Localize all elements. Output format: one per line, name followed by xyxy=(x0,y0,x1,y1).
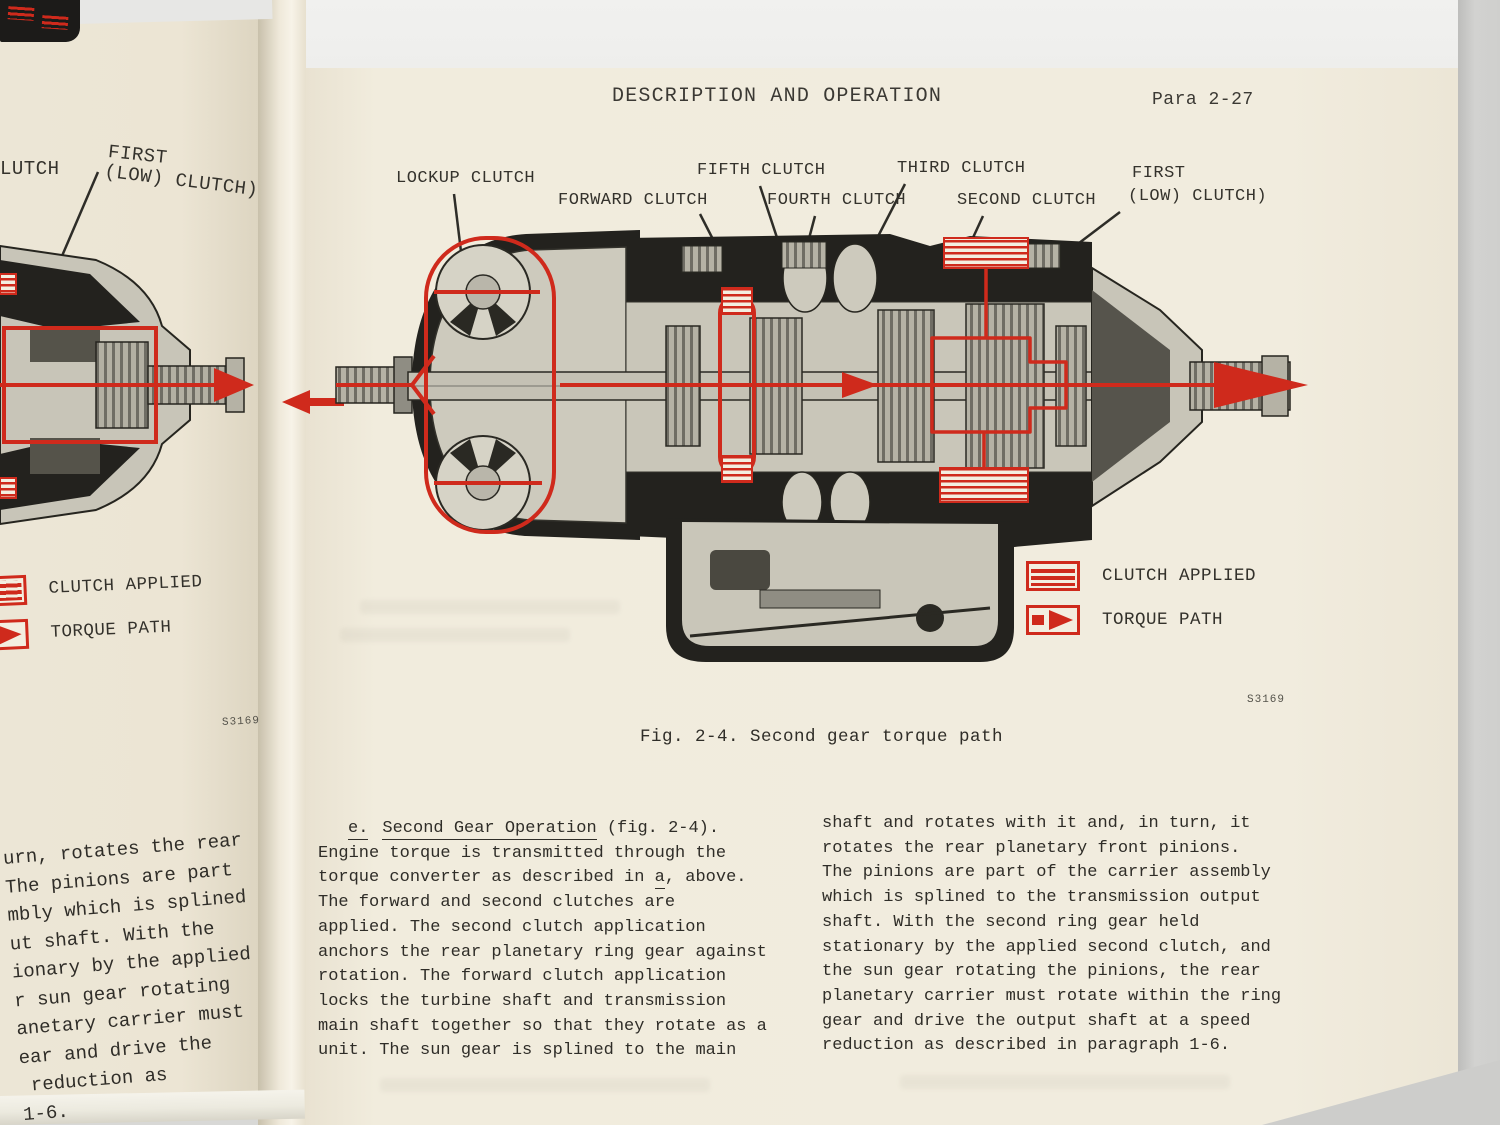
body-line: The pinions are part of the carrier asse… xyxy=(822,863,1271,883)
body-line: applied. The second clutch application xyxy=(318,917,706,937)
left-page-transmission-fragment xyxy=(0,244,254,526)
left-page-legend: CLUTCH APPLIED TORQUE PATH xyxy=(0,565,255,686)
body-line: anchors the rear planetary ring gear aga… xyxy=(318,942,767,962)
background-wall xyxy=(1458,0,1500,1125)
callout-first-clutch-line1: FIRST xyxy=(1132,164,1186,183)
left-callout-partial: LUTCH xyxy=(0,158,60,180)
body-line: which is splined to the transmission out… xyxy=(822,888,1261,908)
book-gutter xyxy=(258,0,306,1125)
callout-fifth-clutch: FIFTH CLUTCH xyxy=(697,161,826,180)
legend-torque-path-label: TORQUE PATH xyxy=(50,617,172,643)
para-reference: Para 2-27 xyxy=(1152,90,1254,110)
torque-path-swatch xyxy=(1026,605,1080,635)
legend-clutch-applied-label: CLUTCH APPLIED xyxy=(48,572,203,599)
body-line: gear and drive the output shaft at a spe… xyxy=(822,1011,1251,1031)
body-line: unit. The sun gear is splined to the mai… xyxy=(318,1041,737,1061)
cropped-diagram-fragment xyxy=(0,0,80,42)
body-line: shaft. With the second ring gear held xyxy=(822,912,1200,932)
right-figure-code: S3169 xyxy=(1247,694,1286,706)
page-title: DESCRIPTION AND OPERATION xyxy=(612,85,943,108)
body-line: shaft and rotates with it and, in turn, … xyxy=(822,814,1251,833)
callout-second-clutch: SECOND CLUTCH xyxy=(957,191,1097,210)
body-column-right: shaft and rotates with it and, in turn, … xyxy=(822,812,1300,1059)
body-line: planetary carrier must rotate within the… xyxy=(822,986,1282,1006)
callout-first-clutch-line2: (LOW) CLUTCH) xyxy=(1128,187,1268,206)
body-line: stationary by the applied second clutch,… xyxy=(822,937,1271,957)
body-line: the sun gear rotating the pinions, the r… xyxy=(822,962,1261,982)
body-line: rotation. The forward clutch application xyxy=(318,967,727,987)
body-line: Engine torque is transmitted through the xyxy=(318,843,727,863)
left-page-text: urn, rotates the rear The pinions are pa… xyxy=(2,825,284,1125)
left-callout-leader-line xyxy=(60,171,100,257)
transmission-cross-section-diagram xyxy=(335,183,1308,662)
callout-forward-clutch: FORWARD CLUTCH xyxy=(558,191,708,210)
body-line: rotates the rear planetary front pinions… xyxy=(822,838,1241,858)
clutch-applied-swatch xyxy=(0,574,28,608)
body-column-left: e.Second Gear Operation (fig. 2-4). Engi… xyxy=(318,817,788,1064)
callout-fourth-clutch: FOURTH CLUTCH xyxy=(767,191,907,210)
body-line: locks the turbine shaft and transmission xyxy=(318,991,727,1011)
body-line: e.Second Gear Operation (fig. 2-4). xyxy=(348,819,720,840)
body-line: reduction as described in paragraph 1-6. xyxy=(822,1036,1231,1056)
legend-torque-path-label: TORQUE PATH xyxy=(1102,610,1224,630)
clutch-applied-swatch xyxy=(1026,561,1080,591)
callout-lockup-clutch: LOCKUP CLUTCH xyxy=(396,169,536,188)
body-line: main shaft together so that they rotate … xyxy=(318,1016,767,1036)
left-figure-code: S3169 xyxy=(221,715,261,729)
callout-third-clutch: THIRD CLUTCH xyxy=(897,159,1026,178)
right-page-legend: CLUTCH APPLIED TORQUE PATH xyxy=(1026,561,1306,651)
body-line: The forward and second clutches are xyxy=(318,893,676,913)
figure-caption: Fig. 2-4. Second gear torque path xyxy=(640,727,1004,747)
input-torque-arrow xyxy=(282,390,344,414)
legend-clutch-applied-label: CLUTCH APPLIED xyxy=(1102,566,1257,586)
torque-path-swatch xyxy=(0,618,30,652)
body-line: torque converter as described in a, abov… xyxy=(318,868,747,890)
left-page xyxy=(0,0,258,1100)
